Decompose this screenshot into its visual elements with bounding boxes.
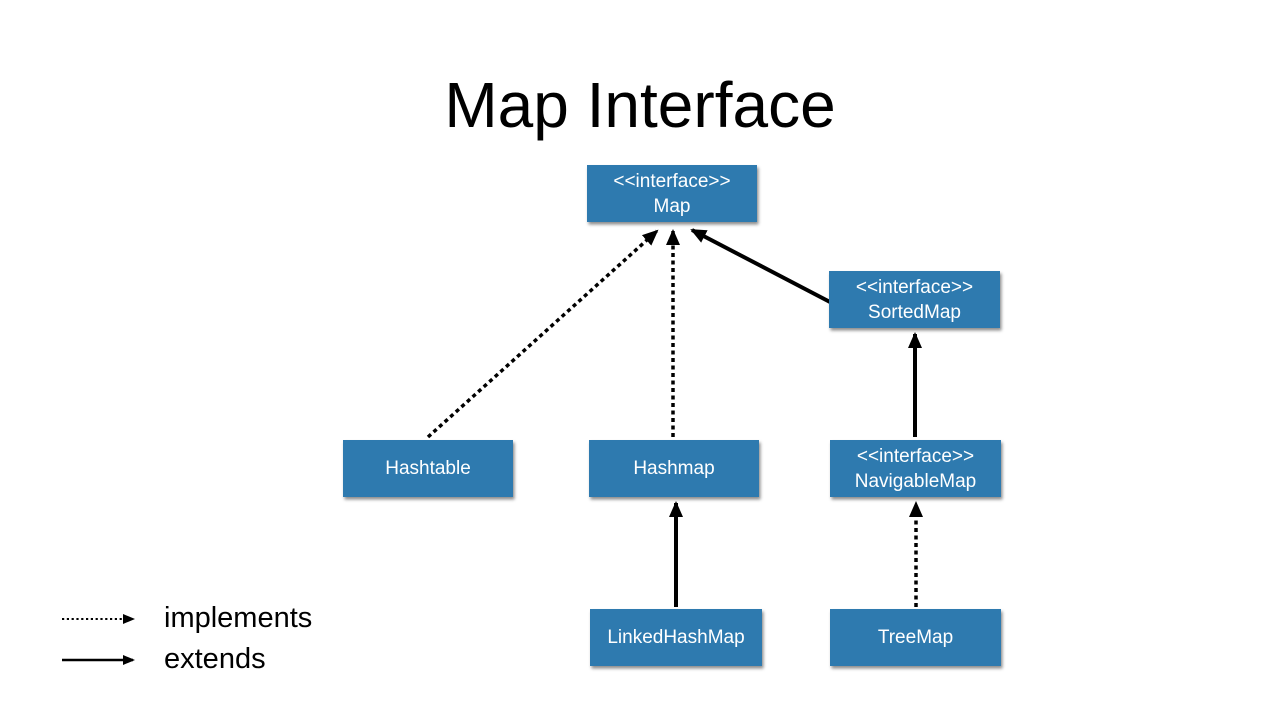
node-hashtable: Hashtable — [343, 440, 513, 497]
node-treemap-name: TreeMap — [877, 627, 954, 648]
node-linkedhashmap: LinkedHashMap — [590, 609, 762, 666]
node-sortedmap-name: SortedMap — [868, 301, 961, 323]
node-sortedmap: <<interface>> SortedMap — [829, 271, 1000, 328]
node-navigablemap: <<interface>> NavigableMap — [830, 440, 1001, 497]
node-hashmap-name: Hashmap — [633, 458, 715, 479]
legend-row-extends: extends — [62, 639, 312, 680]
node-hashtable-name: Hashtable — [385, 458, 471, 479]
node-treemap: TreeMap — [830, 609, 1001, 666]
node-hashmap: Hashmap — [589, 440, 759, 497]
slide-title: Map Interface — [444, 69, 836, 141]
node-map-stereotype: <<interface>> — [613, 170, 731, 192]
legend-extends-label: extends — [164, 643, 266, 675]
extends-solid-arrow-icon — [62, 654, 135, 665]
implements-dotted-arrow-icon — [62, 613, 135, 624]
legend: implements extends — [62, 598, 312, 680]
node-navigablemap-name: NavigableMap — [854, 470, 977, 492]
edge-hashtable-implements-map — [426, 229, 659, 439]
edge-sortedmap-extends-map — [690, 228, 831, 304]
node-sortedmap-stereotype: <<interface>> — [855, 276, 974, 298]
legend-row-implements: implements — [62, 598, 312, 639]
node-linkedhashmap-name: LinkedHashMap — [607, 627, 745, 648]
node-map-name: Map — [653, 195, 691, 217]
node-map: <<interface>> Map — [587, 165, 757, 222]
node-navigablemap-stereotype: <<interface>> — [856, 445, 975, 467]
legend-implements-label: implements — [164, 602, 313, 634]
